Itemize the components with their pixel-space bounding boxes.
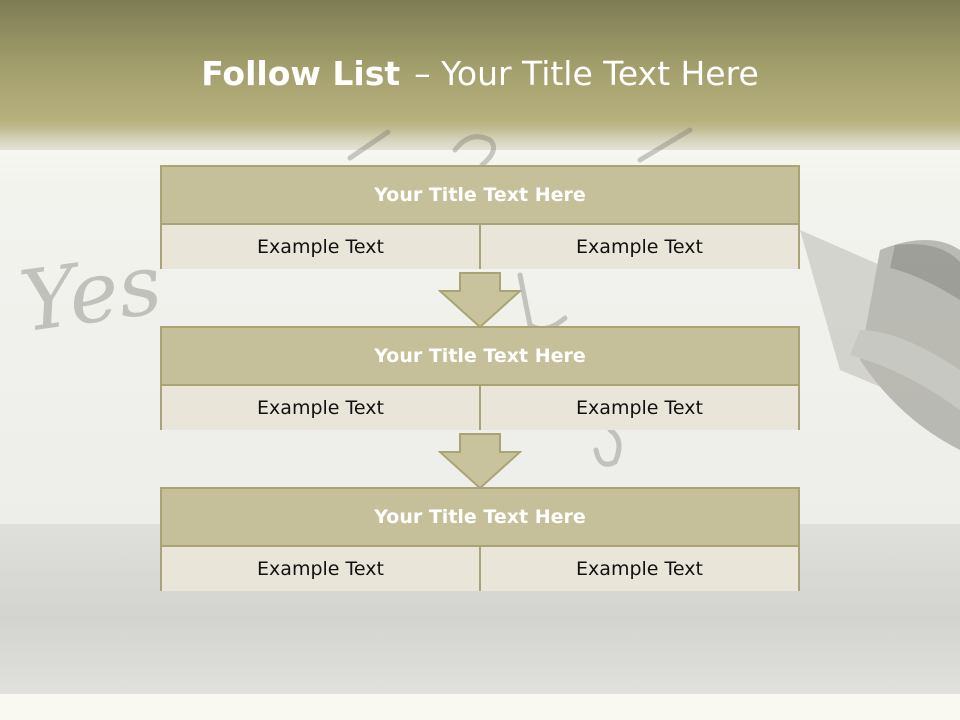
footer-strip xyxy=(0,694,960,720)
step-row: Example Text Example Text xyxy=(162,223,798,269)
step-box-1: Your Title Text Here Example Text Exampl… xyxy=(160,165,800,269)
title-rest: – Your Title Text Here xyxy=(414,54,759,93)
pen-icon xyxy=(800,230,960,450)
step-box-2: Your Title Text Here Example Text Exampl… xyxy=(160,326,800,430)
step-cell-right: Example Text xyxy=(479,547,798,591)
step-cell-left: Example Text xyxy=(257,236,384,258)
step-row: Example Text Example Text xyxy=(162,545,798,591)
step-title: Your Title Text Here xyxy=(162,489,798,545)
header-band xyxy=(0,0,960,150)
slide-title: Follow List – Your Title Text Here xyxy=(0,54,960,93)
down-arrow-icon xyxy=(438,433,522,490)
down-arrow-icon xyxy=(438,272,522,329)
step-title: Your Title Text Here xyxy=(162,167,798,223)
step-cell-left: Example Text xyxy=(257,558,384,580)
title-bold: Follow List xyxy=(201,54,401,93)
step-box-3: Your Title Text Here Example Text Exampl… xyxy=(160,487,800,591)
step-row: Example Text Example Text xyxy=(162,384,798,430)
step-title: Your Title Text Here xyxy=(162,328,798,384)
handwriting-yes: Yes xyxy=(14,235,167,352)
step-cell-right: Example Text xyxy=(479,386,798,430)
step-cell-right: Example Text xyxy=(479,225,798,269)
step-cell-left: Example Text xyxy=(257,397,384,419)
